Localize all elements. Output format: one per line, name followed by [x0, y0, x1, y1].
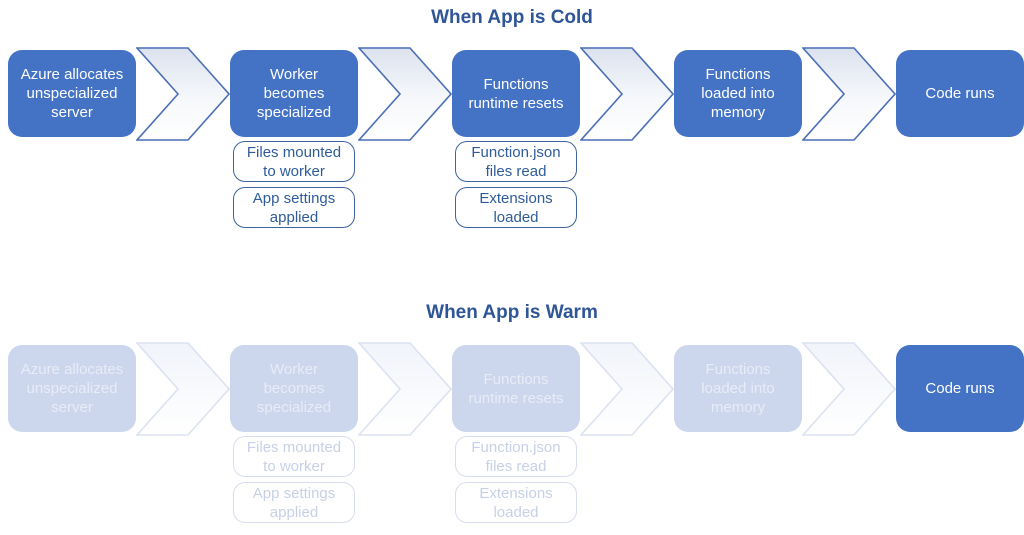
- substep-list: Files mounted to worker App settings app…: [230, 141, 358, 228]
- substep-app-settings: App settings applied: [233, 187, 355, 228]
- step-functions-loaded-memory: Functions loaded into memory: [674, 345, 802, 432]
- step-azure-allocates: Azure allocates unspecialized server: [8, 50, 136, 137]
- flow-node: Worker becomes specialized: [230, 50, 358, 137]
- substep-list: Function.json files read Extensions load…: [452, 436, 580, 523]
- chevron-right-icon: [358, 342, 452, 436]
- chevron-right-icon: [580, 342, 674, 436]
- chevron-right-icon: [358, 47, 452, 141]
- substep-extensions-loaded: Extensions loaded: [455, 482, 577, 523]
- flow-node: Azure allocates unspecialized server: [8, 50, 136, 137]
- step-runtime-resets: Functions runtime resets Function.json f…: [452, 50, 580, 228]
- chevron-right-icon: [136, 47, 230, 141]
- step-worker-specialized: Worker becomes specialized Files mounted…: [230, 50, 358, 228]
- chevron-right-icon: [802, 47, 896, 141]
- flow-node: Functions runtime resets: [452, 345, 580, 432]
- chevron-right-icon: [802, 342, 896, 436]
- cold-flow: Azure allocates unspecialized server Wor…: [8, 47, 1024, 228]
- warm-flow: Azure allocates unspecialized server Wor…: [8, 342, 1024, 523]
- chevron-right-icon: [136, 342, 230, 436]
- substep-list: Files mounted to worker App settings app…: [230, 436, 358, 523]
- substep-function-json-read: Function.json files read: [455, 141, 577, 182]
- substep-list: Function.json files read Extensions load…: [452, 141, 580, 228]
- flow-node-label: Azure allocates unspecialized server: [20, 66, 124, 121]
- flow-node-label: Code runs: [925, 380, 995, 397]
- flow-node: Code runs: [896, 50, 1024, 137]
- flow-node: Functions loaded into memory: [674, 345, 802, 432]
- step-azure-allocates: Azure allocates unspecialized server: [8, 345, 136, 432]
- flow-node-label: Worker becomes specialized: [256, 361, 332, 416]
- flow-node: Worker becomes specialized: [230, 345, 358, 432]
- substep-function-json-read: Function.json files read: [455, 436, 577, 477]
- flow-node-label: Code runs: [925, 85, 995, 102]
- flow-node-label: Worker becomes specialized: [256, 66, 332, 121]
- flow-node: Azure allocates unspecialized server: [8, 345, 136, 432]
- flow-node-label: Functions loaded into memory: [701, 66, 775, 121]
- step-code-runs: Code runs: [896, 345, 1024, 432]
- flow-node-label: Functions runtime resets: [468, 370, 564, 407]
- flow-node-label: Functions loaded into memory: [701, 361, 775, 416]
- substep-files-mounted: Files mounted to worker: [233, 141, 355, 182]
- step-worker-specialized: Worker becomes specialized Files mounted…: [230, 345, 358, 523]
- flow-node-label: Azure allocates unspecialized server: [20, 361, 124, 416]
- step-code-runs: Code runs: [896, 50, 1024, 137]
- substep-files-mounted: Files mounted to worker: [233, 436, 355, 477]
- flow-node: Functions loaded into memory: [674, 50, 802, 137]
- chevron-right-icon: [580, 47, 674, 141]
- substep-app-settings: App settings applied: [233, 482, 355, 523]
- flow-node-label: Functions runtime resets: [468, 75, 564, 112]
- cold-section-title: When App is Cold: [431, 7, 593, 28]
- flow-node: Code runs: [896, 345, 1024, 432]
- step-runtime-resets: Functions runtime resets Function.json f…: [452, 345, 580, 523]
- flow-node: Functions runtime resets: [452, 50, 580, 137]
- substep-extensions-loaded: Extensions loaded: [455, 187, 577, 228]
- warm-section-title: When App is Warm: [426, 302, 598, 323]
- step-functions-loaded-memory: Functions loaded into memory: [674, 50, 802, 137]
